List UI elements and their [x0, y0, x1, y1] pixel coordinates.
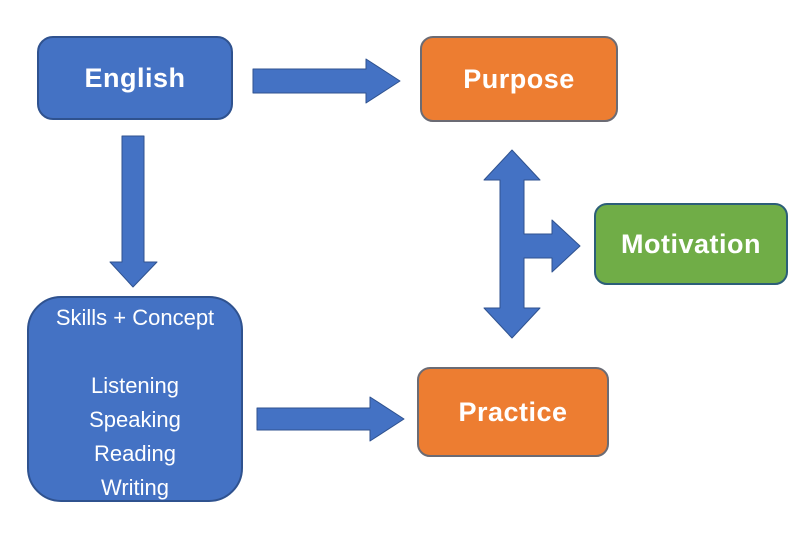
node-practice: Practice: [417, 367, 609, 457]
skills-list: Listening Speaking Reading Writing: [89, 369, 181, 505]
node-skills-title: Skills + Concept: [55, 305, 215, 330]
skill-item-writing: Writing: [100, 475, 170, 500]
arrow-english-to-purpose-icon: [252, 58, 401, 104]
node-purpose-label: Purpose: [463, 63, 575, 94]
node-english-label: English: [84, 62, 186, 93]
skill-item-listening: Listening: [90, 373, 180, 398]
node-english: English: [37, 36, 233, 120]
arrow-english-to-skills-icon: [109, 135, 158, 288]
arrow-purpose-practice-motivation-icon: [483, 149, 581, 339]
node-skills-concept: Skills + Concept Listening Speaking Read…: [27, 296, 243, 502]
node-motivation-label: Motivation: [621, 228, 761, 259]
node-practice-label: Practice: [458, 396, 568, 427]
arrow-skills-to-practice-icon: [256, 396, 405, 442]
node-purpose: Purpose: [420, 36, 618, 122]
skill-item-speaking: Speaking: [89, 407, 181, 432]
node-motivation: Motivation: [594, 203, 788, 285]
skill-item-reading: Reading: [94, 441, 176, 466]
